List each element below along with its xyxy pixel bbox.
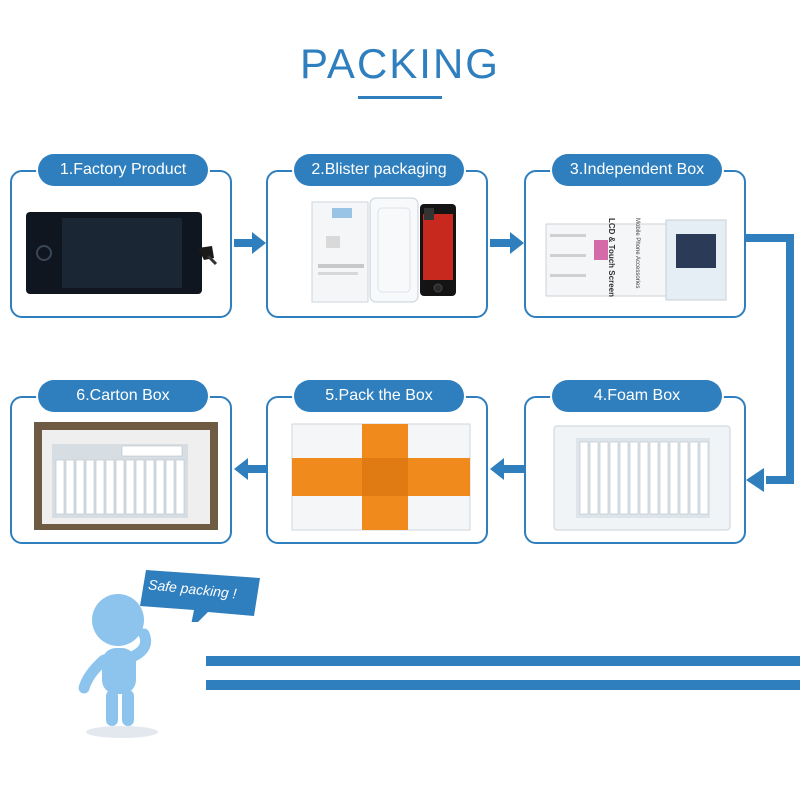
step-independent-box: 3.Independent Box LCD & Touch Screen Mob…	[524, 154, 746, 318]
step-label-carton-box: 6.Carton Box	[38, 380, 208, 412]
box-title-text: LCD & Touch Screen	[607, 218, 616, 297]
arrow-left-icon	[490, 458, 524, 480]
pack-the-box-photo	[278, 420, 476, 532]
speech-bubble	[140, 570, 260, 622]
arrow-left-icon	[234, 458, 266, 480]
step-pack-the-box: 5.Pack the Box	[266, 380, 488, 544]
decorative-stripe	[206, 656, 800, 666]
connector-arrow-icon	[746, 234, 794, 492]
step-label-factory-product: 1.Factory Product	[38, 154, 208, 186]
step-label-independent-box: 3.Independent Box	[552, 154, 722, 186]
step-blister-packaging: 2.Blister packaging	[266, 154, 488, 318]
page-title: PACKING	[300, 40, 500, 87]
step-factory-product: 1.Factory Product	[10, 154, 232, 318]
arrow-right-icon	[490, 232, 524, 254]
arrow-right-icon	[234, 232, 266, 254]
step-label-blister-packaging: 2.Blister packaging	[294, 154, 464, 186]
mascot-figure	[78, 594, 158, 738]
factory-product-photo	[22, 194, 220, 306]
step-foam-box: 4.Foam Box	[524, 380, 746, 544]
title-underline	[358, 96, 442, 99]
decorative-stripe	[206, 680, 800, 690]
box-subtitle-text: Mobile Phone Accessories	[634, 218, 640, 289]
independent-box-photo: LCD & Touch Screen Mobile Phone Accessor…	[536, 194, 734, 306]
step-label-foam-box: 4.Foam Box	[552, 380, 722, 412]
carton-box-photo	[22, 420, 220, 532]
blister-packaging-photo	[278, 194, 476, 306]
step-carton-box: 6.Carton Box	[10, 380, 232, 544]
step-label-pack-the-box: 5.Pack the Box	[294, 380, 464, 412]
foam-box-photo	[536, 420, 734, 532]
